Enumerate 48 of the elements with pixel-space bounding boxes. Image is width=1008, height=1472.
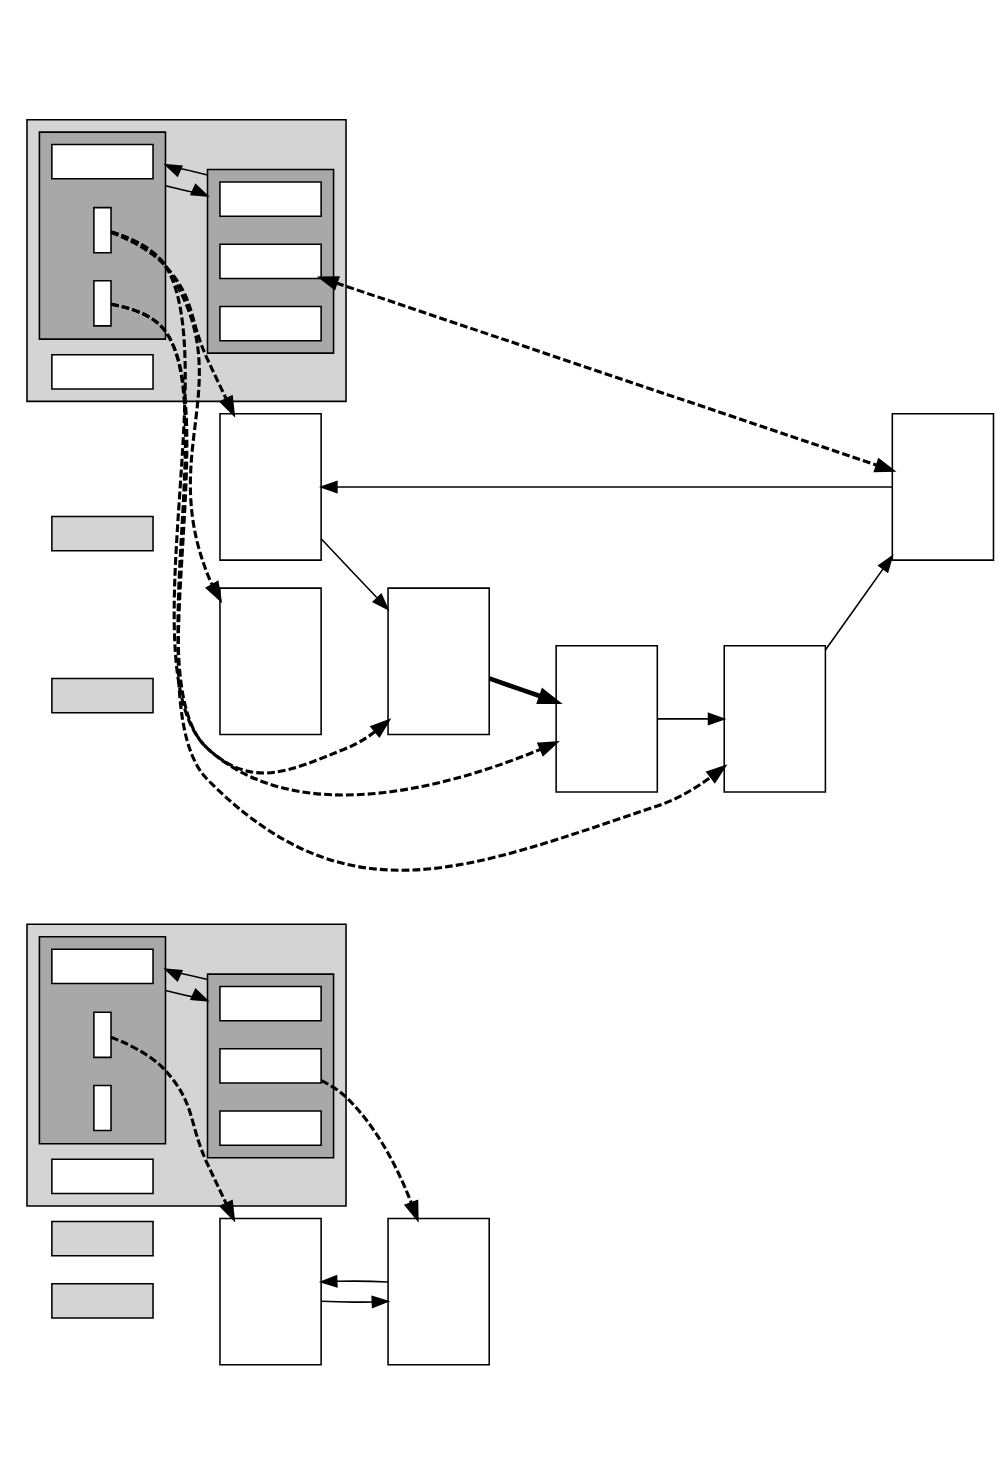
arrow (110, 231, 236, 418)
node-box (93, 1011, 112, 1059)
arrow (824, 554, 894, 651)
node-box (219, 413, 322, 561)
arrow (488, 676, 563, 705)
node-box (51, 948, 154, 985)
arrow (164, 183, 210, 198)
arrow (163, 163, 209, 178)
arrow (163, 968, 209, 982)
node-box (51, 515, 154, 552)
arrow (110, 230, 223, 604)
node-box (93, 206, 112, 254)
node-box (219, 1048, 322, 1084)
node-box (51, 1220, 154, 1257)
node-box (51, 677, 154, 714)
node-box (387, 1217, 490, 1366)
node-box (219, 1217, 322, 1366)
node-box (219, 985, 322, 1022)
arrow (320, 1295, 391, 1309)
arrow (320, 538, 390, 612)
arrow (318, 1274, 389, 1288)
arrow (318, 480, 893, 494)
cluster (38, 131, 167, 340)
arrow (656, 712, 727, 726)
node-box (51, 353, 154, 390)
node-box (723, 644, 827, 793)
node-box (219, 1110, 322, 1147)
cluster (38, 936, 167, 1145)
cluster (206, 168, 335, 354)
arrow (320, 1079, 419, 1223)
node-box (891, 413, 995, 561)
node-box (219, 305, 322, 342)
arrow (110, 1035, 236, 1223)
arrow (110, 302, 728, 872)
cluster (206, 973, 335, 1159)
arrow (316, 276, 897, 473)
node-box (219, 181, 322, 217)
arrow (110, 230, 560, 797)
node-box (51, 1158, 154, 1195)
node-box (219, 587, 322, 736)
node-box (387, 587, 490, 736)
node-box (51, 143, 154, 180)
node-box (93, 280, 112, 327)
node-box (555, 644, 659, 793)
node-box (51, 1283, 154, 1319)
arrow (164, 988, 210, 1002)
node-box (93, 1084, 112, 1132)
node-box (219, 243, 322, 280)
